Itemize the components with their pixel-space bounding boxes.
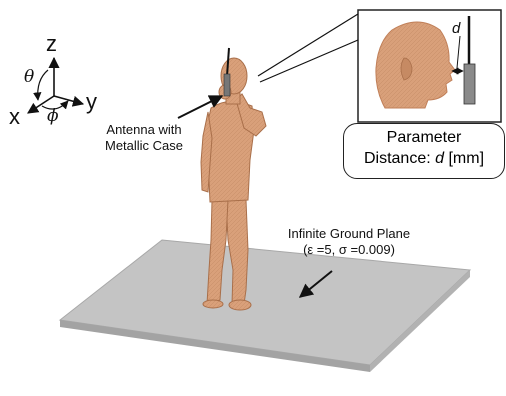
antenna-label: Antenna with Metallic Case — [94, 122, 194, 154]
coordinate-axes — [28, 58, 83, 113]
parameter-title: Parameter — [344, 129, 504, 147]
head-closeup-inset — [358, 10, 501, 122]
distance-prefix: Distance: — [364, 150, 435, 167]
parameter-distance: Distance: d [mm] — [344, 150, 504, 168]
ground-plane-label: Infinite Ground Plane (ε =5, σ =0.009) — [268, 226, 430, 258]
phi-label: ϕ — [47, 106, 59, 126]
antenna-label-line2: Metallic Case — [94, 138, 194, 154]
inset-connector-bottom — [260, 40, 358, 82]
inset-distance-label: d — [452, 20, 460, 37]
ground-label-line2: (ε =5, σ =0.009) — [268, 242, 430, 258]
antenna-label-line1: Antenna with — [94, 122, 194, 138]
z-axis-label: z — [46, 31, 57, 57]
x-axis-label: x — [9, 104, 20, 130]
parameter-box: Parameter Distance: d [mm] — [343, 123, 505, 179]
inset-connector-top — [258, 14, 358, 76]
distance-variable: d — [435, 150, 444, 167]
theta-label: θ — [24, 67, 34, 87]
ground-plane — [60, 240, 470, 372]
distance-unit: [mm] — [444, 150, 484, 167]
ground-label-line1: Infinite Ground Plane — [268, 226, 430, 242]
y-axis-label: y — [86, 89, 97, 115]
